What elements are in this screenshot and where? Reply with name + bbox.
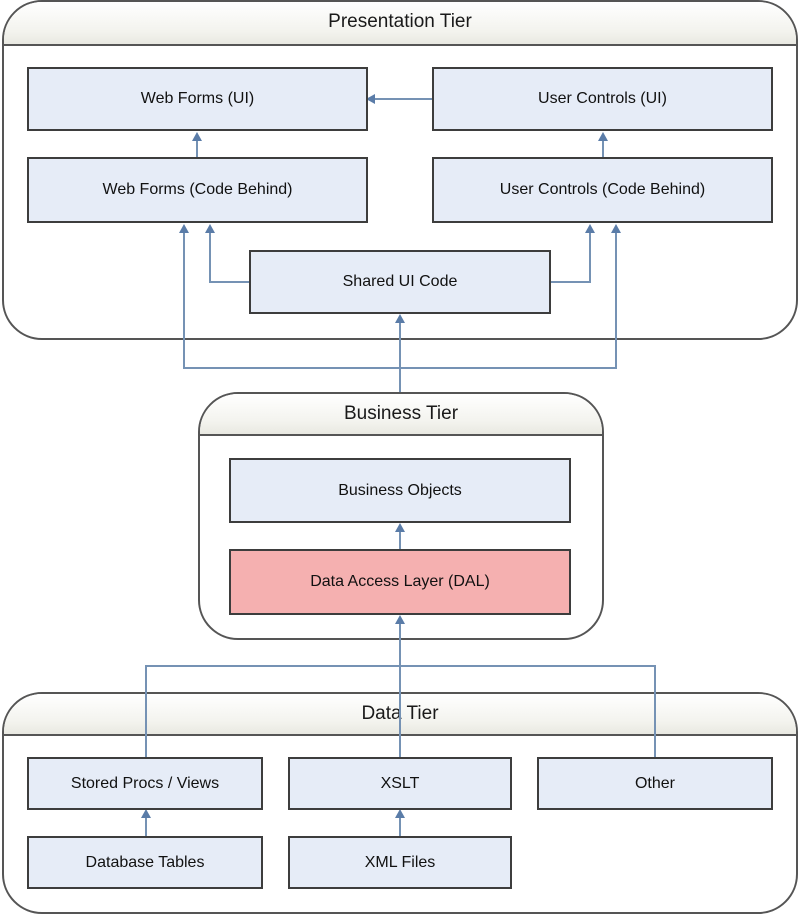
business-objects-box: Business Objects bbox=[229, 458, 571, 523]
connector-shared-to-user-controls-cb bbox=[551, 233, 591, 283]
web-forms-code-behind-label: Web Forms (Code Behind) bbox=[102, 181, 293, 198]
business-tier-title: Business Tier bbox=[343, 403, 459, 424]
web-forms-code-behind-box: Web Forms (Code Behind) bbox=[27, 157, 368, 223]
xslt-box: XSLT bbox=[288, 757, 512, 810]
connector-business-to-user-controls-cb bbox=[400, 233, 617, 369]
data-access-layer-label: Data Access Layer (DAL) bbox=[310, 573, 490, 590]
other-label: Other bbox=[634, 774, 675, 792]
arrowhead-into-user-controls-cb-outer bbox=[611, 224, 621, 233]
xml-files-box: XML Files bbox=[288, 836, 512, 889]
arrowhead-into-user-controls-cb-inner bbox=[585, 224, 595, 233]
arrowhead-into-web-forms-ui bbox=[366, 94, 375, 104]
arrowhead-into-web-forms-cb-outer bbox=[179, 224, 189, 233]
database-tables-box: Database Tables bbox=[27, 836, 263, 889]
shared-ui-code-label: Shared UI Code bbox=[342, 273, 458, 290]
user-controls-code-behind-box: User Controls (Code Behind) bbox=[432, 157, 773, 223]
data-access-layer-box: Data Access Layer (DAL) bbox=[229, 549, 571, 615]
presentation-tier-header: Presentation Tier bbox=[4, 2, 796, 46]
arrowhead-into-web-forms-ui-bottom bbox=[192, 132, 202, 141]
shared-ui-code-box: Shared UI Code bbox=[249, 250, 551, 314]
user-controls-code-behind-label: User Controls (Code Behind) bbox=[499, 181, 706, 198]
web-forms-ui-label: Web Forms (UI) bbox=[140, 90, 255, 107]
business-tier-header: Business Tier bbox=[200, 394, 602, 436]
arrowhead-into-web-forms-cb-inner bbox=[205, 224, 215, 233]
arrowhead-into-stored-procs bbox=[141, 809, 151, 818]
user-controls-ui-box: User Controls (UI) bbox=[432, 67, 773, 131]
user-controls-ui-label: User Controls (UI) bbox=[538, 90, 667, 107]
presentation-tier-title: Presentation Tier bbox=[328, 11, 472, 32]
arrowhead-into-business-objects bbox=[395, 523, 405, 532]
arrowhead-into-dal bbox=[395, 615, 405, 624]
xslt-label: XSLT bbox=[380, 774, 420, 792]
business-objects-label: Business Objects bbox=[338, 481, 462, 499]
arrowhead-into-shared-ui-code bbox=[395, 314, 405, 323]
xml-files-label: XML Files bbox=[364, 853, 436, 871]
arrowhead-into-user-controls-ui-bottom bbox=[598, 132, 608, 141]
database-tables-label: Database Tables bbox=[85, 853, 205, 871]
stored-procs-views-label: Stored Procs / Views bbox=[70, 774, 220, 792]
arrowhead-into-xslt bbox=[395, 809, 405, 818]
stored-procs-views-box: Stored Procs / Views bbox=[27, 757, 263, 810]
connector-shared-to-web-forms-cb bbox=[209, 233, 250, 283]
other-box: Other bbox=[537, 757, 773, 810]
web-forms-ui-box: Web Forms (UI) bbox=[27, 67, 368, 131]
